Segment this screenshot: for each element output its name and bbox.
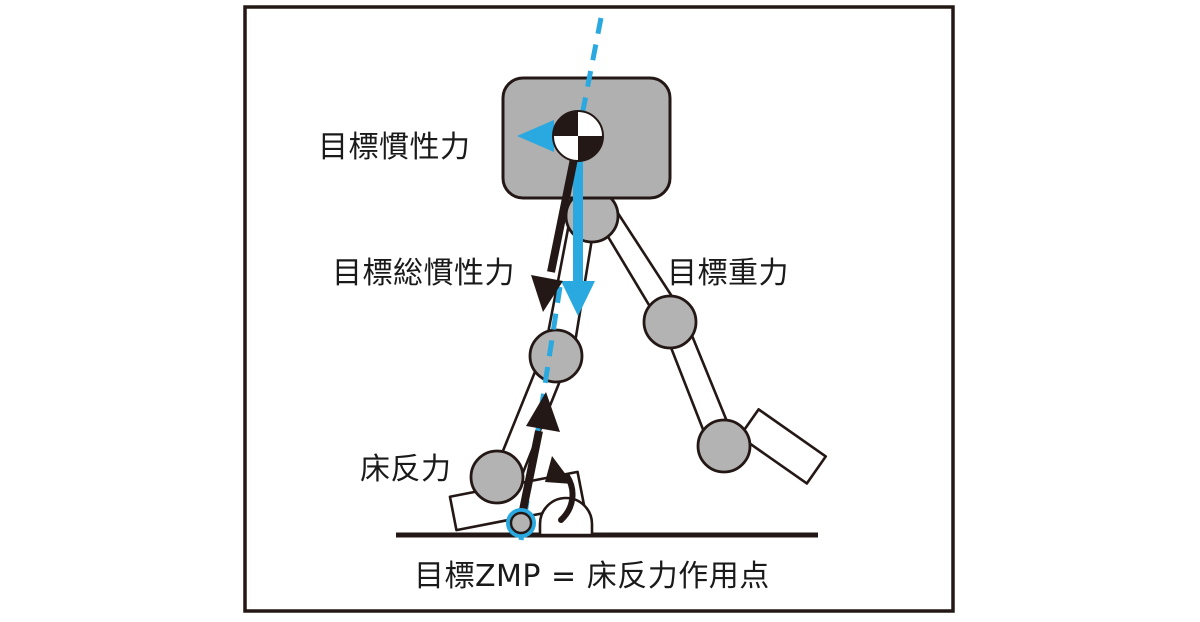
support-knee-joint (528, 328, 584, 384)
swing-foot (738, 408, 828, 485)
support-leg (448, 206, 599, 537)
label-target-gravity: 目標重力 (667, 256, 789, 291)
label-target-inertial-force: 目標慣性力 (318, 130, 471, 165)
floor-reaction-force-arrow (517, 392, 560, 521)
vertical-reference-dashed-bottom (518, 286, 563, 541)
label-target-total-inertial-force: 目標総慣性力 (332, 256, 515, 291)
moment-curved-arrow (545, 456, 576, 523)
label-target-zmp-caption: 目標ZMP = 床反力作用点 (414, 559, 770, 594)
zmp-marker (506, 508, 536, 538)
center-of-mass-marker (552, 110, 604, 162)
label-floor-reaction-force: 床反力 (360, 452, 452, 487)
swing-ankle-joint (696, 418, 752, 474)
vertical-reference-dashed-top (575, 17, 604, 137)
support-ankle-joint (469, 449, 525, 505)
swing-knee-joint (642, 294, 698, 350)
swing-leg (590, 202, 828, 485)
